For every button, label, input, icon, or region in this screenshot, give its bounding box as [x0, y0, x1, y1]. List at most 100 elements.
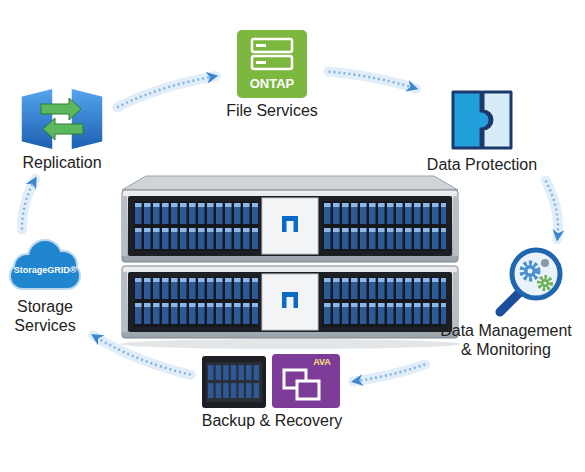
flow-arrow [22, 179, 35, 230]
icon-drawing-part [252, 39, 292, 52]
service-icon: AVA [202, 350, 342, 408]
service-node: Replication [13, 88, 111, 172]
flow-connector-group [22, 179, 35, 230]
flow-arrow [93, 335, 191, 375]
node-caption: Replication [22, 150, 101, 172]
data-stream-band [22, 179, 35, 230]
icon-drawing-part [539, 277, 551, 289]
storage-array-illustration-part [262, 274, 318, 330]
icon-drawing-part [202, 356, 266, 408]
icon-drawing-part [524, 265, 536, 277]
data-stream-band [93, 335, 191, 375]
icon-drawing-part [223, 365, 229, 380]
icon-drawing-part [206, 362, 262, 402]
icon-drawing-part [256, 44, 266, 47]
storage-array-illustration-part [122, 190, 458, 262]
data-stream-band [353, 364, 425, 381]
service-icon: ONTAP [237, 30, 307, 98]
icon-drawing-part [11, 241, 79, 288]
node-caption: Storage Services [8, 294, 82, 335]
icon-drawing-part [541, 279, 549, 287]
service-node: Data Protection [423, 88, 542, 174]
icon-drawing-part [246, 365, 252, 380]
icon-drawing-part [254, 365, 260, 380]
icon-drawing-part [256, 61, 266, 64]
icon-drawing [492, 246, 564, 318]
icon-drawing-part [528, 269, 533, 274]
icon-drawing-part [21, 88, 53, 150]
icon-drawing-part [254, 383, 260, 398]
flow-connector-group [546, 180, 558, 239]
icon-drawing-part [252, 56, 292, 69]
service-icon [492, 246, 564, 318]
icon-drawing-part [522, 263, 538, 279]
storage-array-illustration-part [453, 196, 458, 256]
icon-drawing-part [512, 250, 560, 298]
icon-drawing-part [543, 281, 546, 284]
icon-drawing-part [541, 259, 549, 267]
flow-connector-group [329, 72, 417, 89]
storage-array-illustration-part [128, 272, 452, 332]
icon-drawing-part [208, 365, 214, 380]
storage-array-illustration-part [122, 176, 458, 190]
icon-drawing-part [246, 383, 252, 398]
icon-drawing-part [9, 239, 81, 290]
node-caption: Data Protection [427, 152, 537, 174]
storage-array-illustration-part [122, 196, 127, 256]
flow-connector-group [117, 76, 216, 107]
flow-connector-group [93, 335, 191, 375]
storage-array-illustration-part [287, 221, 294, 232]
icon-drawing-part [272, 354, 340, 408]
icon-drawing-part [223, 383, 229, 398]
icon-drawing [17, 88, 107, 150]
node-caption: Data Management & Monitoring [436, 318, 576, 359]
storage-array-illustration-part [134, 277, 258, 327]
icon-text: StorageGRID® [7, 266, 83, 276]
icon-drawing [7, 236, 83, 294]
flow-arrow [329, 72, 417, 89]
icon-text: ONTAP [237, 77, 307, 91]
icon-drawing-part [238, 365, 244, 380]
storage-array-illustration-part [128, 196, 452, 256]
icon-drawing-part [231, 365, 237, 380]
icon-drawing-part [238, 383, 244, 398]
storage-array-illustration-part [122, 272, 127, 332]
flow-arrow [546, 180, 558, 239]
data-stream-band [117, 76, 216, 107]
flow-arrow [353, 364, 425, 381]
data-stream-band [546, 180, 558, 239]
icon-drawing-part [71, 88, 103, 150]
icon-drawing-part [453, 92, 490, 148]
storage-array-illustration-part [262, 198, 318, 254]
icon-drawing [449, 88, 515, 152]
service-icon [17, 88, 107, 150]
storage-array-illustration-part [120, 339, 460, 349]
icon-drawing-part [216, 365, 222, 380]
storage-array-illustration-part [322, 201, 446, 251]
service-node: StorageGRID® Storage Services [3, 236, 87, 335]
service-node: ONTAP File Services [222, 30, 322, 120]
flow-connector-group [353, 364, 425, 381]
node-caption: File Services [226, 98, 318, 120]
storage-array-illustration-part [282, 216, 298, 232]
icon-drawing-part [208, 383, 214, 398]
flow-arrow [117, 76, 216, 107]
icon-text: AVA [306, 358, 338, 368]
service-node: AVA Backup & Recovery [198, 350, 347, 430]
icon-drawing-part [237, 30, 307, 98]
data-stream-band [329, 72, 417, 89]
icon-drawing-part [41, 98, 81, 120]
service-icon: StorageGRID® [7, 236, 83, 294]
icon-drawing-part [216, 383, 222, 398]
storage-array-illustration-part [287, 297, 294, 308]
storage-array-illustration-part [322, 277, 446, 327]
icon-drawing-part [231, 383, 237, 398]
icon-drawing-part [500, 292, 520, 312]
node-caption: Backup & Recovery [202, 408, 343, 430]
icon-drawing-part [43, 118, 83, 140]
storage-array-illustration-part [122, 266, 458, 338]
storage-array-illustration-part [282, 292, 298, 308]
service-node: Data Management & Monitoring [432, 246, 580, 359]
